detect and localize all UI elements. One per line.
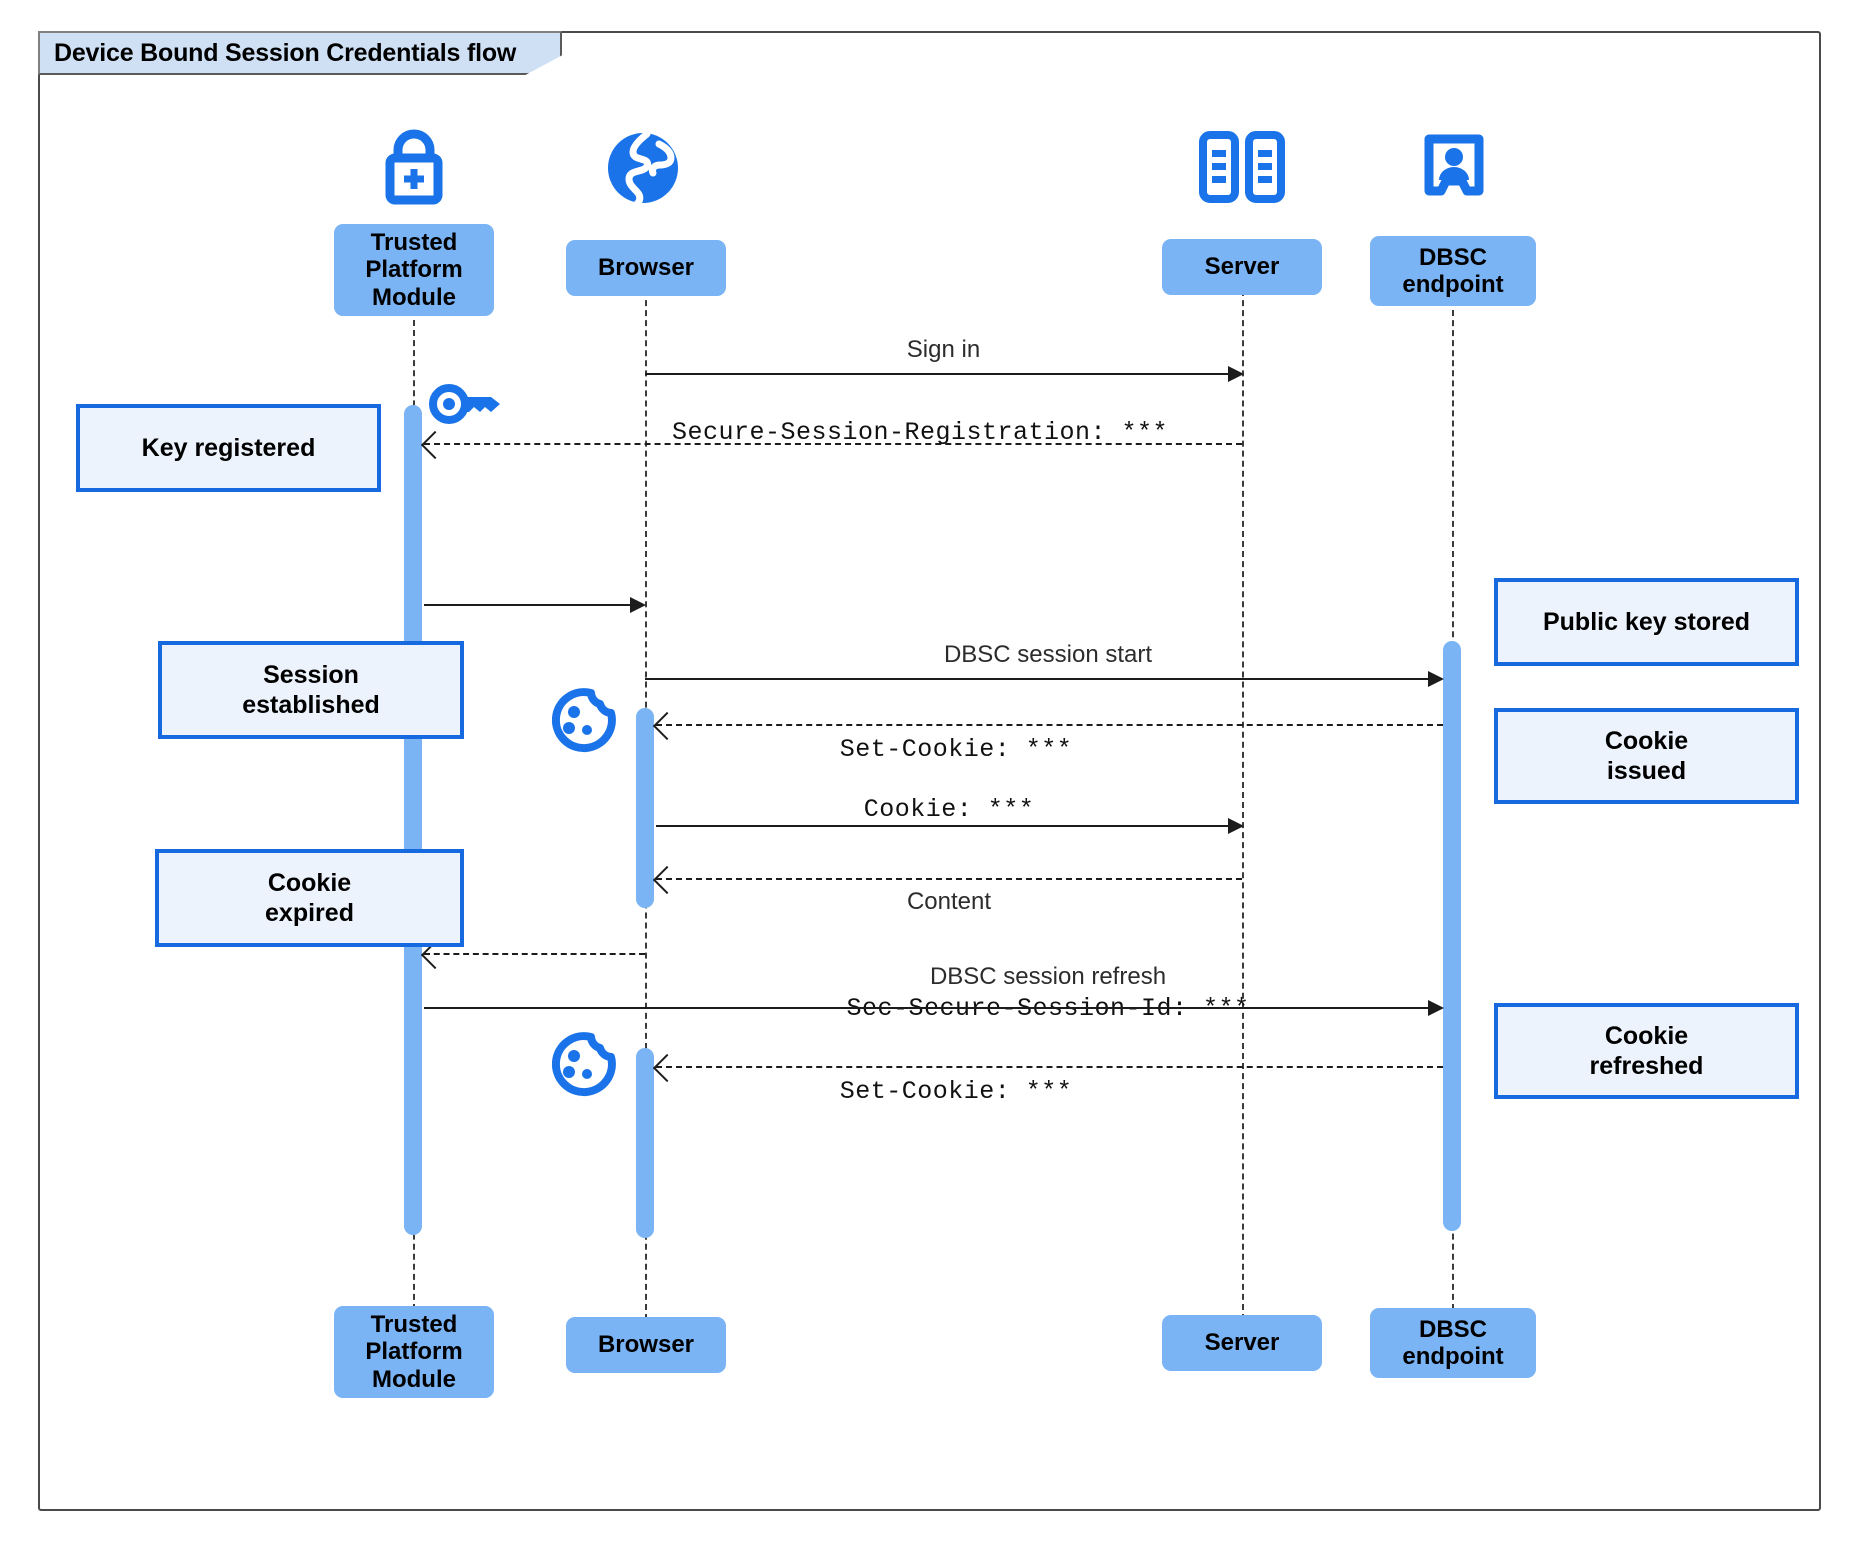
participant-server-bottom[interactable]: Server	[1162, 1315, 1322, 1371]
server-rack-icon	[1199, 131, 1285, 203]
note-cookie-issued: Cookie issued	[1494, 708, 1799, 804]
message-set-cookie-1-line	[656, 724, 1443, 726]
message-dbsc-session-start-line	[645, 678, 1437, 680]
note-cookie-expired-label: Cookie expired	[265, 868, 354, 928]
note-public-key-stored: Public key stored	[1494, 578, 1799, 666]
participant-dbsc-top-label: DBSC endpoint	[1402, 243, 1504, 298]
note-public-key-stored-label: Public key stored	[1542, 607, 1751, 636]
note-cookie-expired: Cookie expired	[155, 849, 464, 947]
participant-tpm-top[interactable]: Trusted Platform Module	[334, 224, 494, 316]
message-dbsc-session-start-arrowhead	[1428, 671, 1444, 687]
activation-bar-dbsc	[1443, 641, 1461, 1231]
note-cookie-refreshed-label: Cookie refreshed	[1589, 1021, 1704, 1081]
note-session-established: Session established	[158, 641, 464, 739]
message-dbsc-session-refresh-arrowhead	[1428, 1000, 1444, 1016]
lifeline-server	[1242, 280, 1244, 1320]
message-sign-in-line	[645, 373, 1230, 375]
participant-server-top[interactable]: Server	[1162, 239, 1322, 295]
participant-server-top-label: Server	[1204, 253, 1280, 281]
participant-dbsc-bottom-label: DBSC endpoint	[1402, 1315, 1504, 1370]
message-browser-to-tpm-line	[424, 953, 645, 955]
message-cookie-arrowhead	[1228, 818, 1244, 834]
cookie-icon	[548, 1030, 618, 1100]
message-set-cookie-2-line	[656, 1066, 1443, 1068]
message-cookie-label: Cookie: ***	[863, 795, 1035, 824]
activation-bar-browser-2	[636, 1048, 654, 1238]
message-set-cookie-2-label: Set-Cookie: ***	[839, 1077, 1073, 1106]
message-set-cookie-1-label: Set-Cookie: ***	[839, 735, 1073, 764]
globe-icon	[601, 130, 685, 208]
message-sign-in-arrowhead	[1228, 366, 1244, 382]
message-content-line	[656, 878, 1242, 880]
activation-bar-browser-1	[636, 708, 654, 908]
note-cookie-refreshed: Cookie refreshed	[1494, 1003, 1799, 1099]
message-dbsc-session-start-label: DBSC session start	[943, 641, 1153, 668]
note-key-registered: Key registered	[76, 404, 381, 492]
message-sign-in-label: Sign in	[906, 336, 981, 363]
note-cookie-issued-label: Cookie issued	[1604, 726, 1689, 786]
participant-tpm-bottom-label: Trusted Platform Module	[365, 1311, 463, 1393]
participant-tpm-top-label: Trusted Platform Module	[365, 229, 463, 311]
message-secure-session-registration-line	[424, 443, 1242, 445]
participant-browser-bottom-label: Browser	[597, 1331, 695, 1359]
participant-dbsc-top[interactable]: DBSC endpoint	[1370, 236, 1536, 306]
participant-browser-top-label: Browser	[597, 254, 695, 282]
message-key-to-browser-arrowhead	[630, 597, 646, 613]
note-session-established-label: Session established	[242, 660, 380, 720]
cookie-icon	[548, 686, 618, 756]
participant-browser-bottom[interactable]: Browser	[566, 1317, 726, 1373]
message-dbsc-session-refresh-line	[424, 1007, 1437, 1009]
id-badge-icon	[1421, 131, 1487, 207]
message-secure-session-registration-label: Secure-Session-Registration: ***	[671, 418, 1169, 447]
message-cookie-line	[656, 825, 1230, 827]
participant-dbsc-bottom[interactable]: DBSC endpoint	[1370, 1308, 1536, 1378]
participant-server-bottom-label: Server	[1204, 1329, 1280, 1357]
activation-bar-tpm	[404, 405, 422, 1235]
lock-plus-icon	[371, 128, 457, 205]
note-key-registered-label: Key registered	[141, 433, 316, 462]
participant-tpm-bottom[interactable]: Trusted Platform Module	[334, 1306, 494, 1398]
key-icon	[428, 382, 508, 426]
message-key-to-browser-line	[424, 604, 632, 606]
participant-browser-top[interactable]: Browser	[566, 240, 726, 296]
message-dbsc-session-refresh-label: DBSC session refresh	[929, 963, 1167, 990]
message-content-label: Content	[906, 888, 992, 915]
diagram-title: Device Bound Session Credentials flow	[38, 31, 563, 75]
